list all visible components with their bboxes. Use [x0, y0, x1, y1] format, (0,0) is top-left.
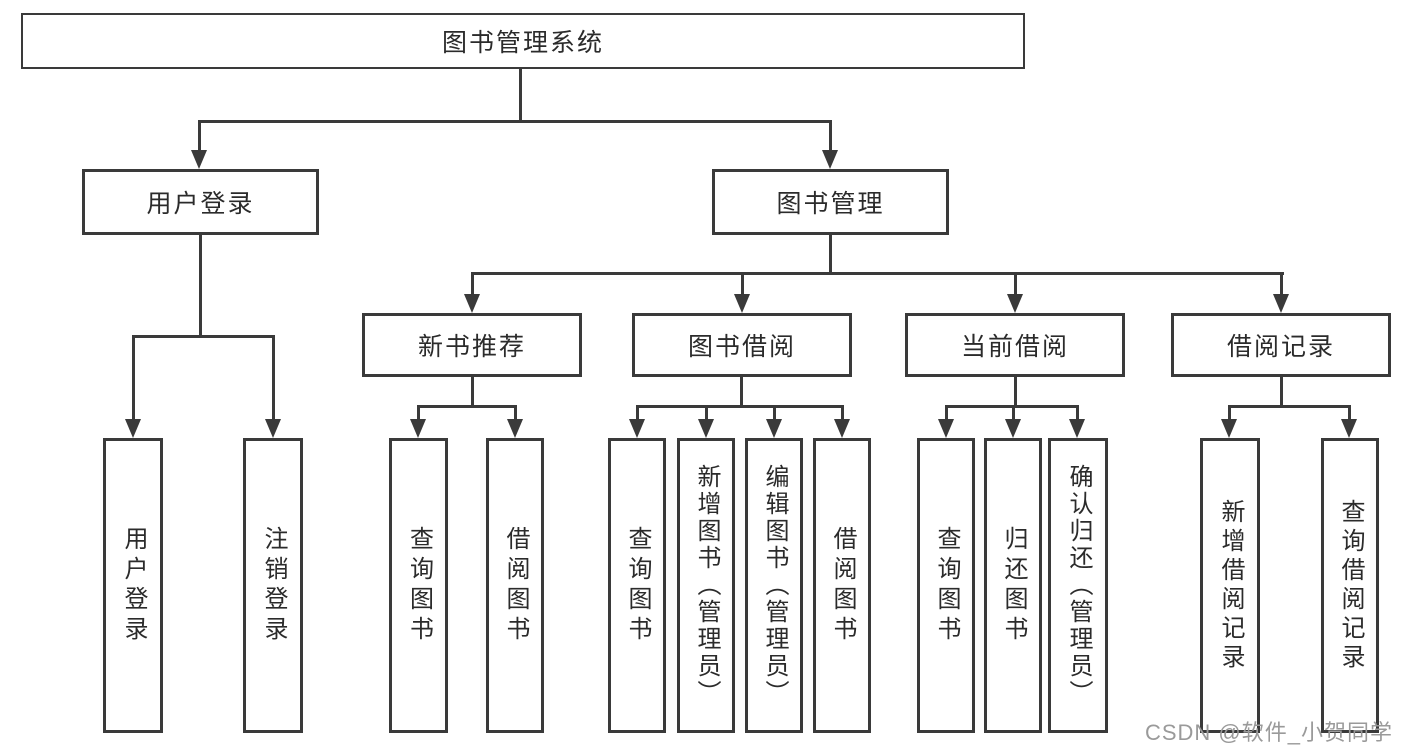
- connector-leaf-stem: [773, 405, 776, 421]
- connector-leaf-stem: [272, 335, 275, 421]
- leaf-query-borrow-record: 查询借阅记录: [1321, 438, 1379, 733]
- arrowhead-leaf-query-borrow-record: [1341, 419, 1357, 438]
- node-label: 用户登录: [146, 190, 255, 218]
- arrowhead-leaf-confirm-return: [1069, 419, 1085, 438]
- leaf-confirm-return-admin: 确认归还（管理员）: [1048, 438, 1108, 733]
- leaf-edit-books-admin: 编辑图书（管理员）: [745, 438, 803, 733]
- connector-group3-drop: [1014, 377, 1017, 408]
- connector-level3-bar: [471, 272, 1284, 275]
- node-book-management: 图书管理: [712, 169, 949, 235]
- connector-leaf-stem: [132, 335, 135, 421]
- leaf-label: 编辑图书（管理员）: [761, 464, 788, 707]
- csdn-watermark: CSDN @软件_小贺同学: [1144, 720, 1393, 745]
- arrowhead-book-borrowing: [734, 294, 750, 313]
- connector-leaf-stem: [1012, 405, 1015, 421]
- leaf-label: 借阅图书: [829, 525, 856, 646]
- connector-leaf-stem: [1076, 405, 1079, 421]
- connector-leaf-stem: [1348, 405, 1351, 421]
- leaf-label: 用户登录: [120, 525, 147, 646]
- connector-new-book-stem: [471, 272, 474, 296]
- connector-level2-bar: [198, 120, 832, 123]
- leaf-label: 归还图书: [1000, 525, 1027, 646]
- leaf-label: 确认归还（管理员）: [1065, 464, 1092, 707]
- arrowhead-book-management: [822, 150, 838, 169]
- connector-group4-bar: [1228, 405, 1351, 408]
- leaf-query-books-1: 查询图书: [389, 438, 448, 733]
- node-borrowing-records: 借阅记录: [1171, 313, 1391, 377]
- arrowhead-leaf-add-borrow-record: [1221, 419, 1237, 438]
- connector-book-borrowing-stem: [741, 272, 744, 296]
- leaf-label: 借阅图书: [502, 525, 529, 646]
- connector-group4-drop: [1280, 377, 1283, 408]
- connector-leaf-stem: [636, 405, 639, 421]
- leaf-label: 注销登录: [260, 525, 287, 646]
- node-current-borrowing: 当前借阅: [905, 313, 1125, 377]
- leaf-add-borrow-record: 新增借阅记录: [1200, 438, 1260, 733]
- connector-book-management-drop: [829, 235, 832, 272]
- arrowhead-leaf-borrow-books-2: [834, 419, 850, 438]
- leaf-label: 查询图书: [624, 525, 651, 646]
- leaf-logout: 注销登录: [243, 438, 303, 733]
- leaf-user-login: 用户登录: [103, 438, 163, 733]
- connector-borrowing-records-stem: [1280, 272, 1283, 296]
- connector-leaf-stem: [417, 405, 420, 421]
- node-label: 新书推荐: [417, 333, 526, 361]
- leaf-query-books-2: 查询图书: [608, 438, 666, 733]
- connector-leaf-stem: [841, 405, 844, 421]
- connector-leaf-stem: [705, 405, 708, 421]
- arrowhead-leaf-return-books: [1005, 419, 1021, 438]
- node-user-login: 用户登录: [82, 169, 319, 235]
- arrowhead-leaf-query-books-2: [629, 419, 645, 438]
- leaf-label: 查询借阅记录: [1337, 498, 1364, 673]
- leaf-borrow-books-1: 借阅图书: [486, 438, 544, 733]
- arrowhead-user-login: [191, 150, 207, 169]
- arrowhead-leaf-add-books: [698, 419, 714, 438]
- connector-root-drop: [519, 69, 522, 120]
- node-label: 图书借阅: [687, 333, 796, 361]
- arrowhead-leaf-borrow-books-1: [507, 419, 523, 438]
- leaf-add-books-admin: 新增图书（管理员）: [677, 438, 735, 733]
- connector-group2-drop: [740, 377, 743, 408]
- arrowhead-leaf-edit-books: [766, 419, 782, 438]
- connector-leaf-stem: [1228, 405, 1231, 421]
- arrowhead-borrowing-records: [1273, 294, 1289, 313]
- leaf-return-books: 归还图书: [984, 438, 1042, 733]
- leaf-borrow-books-2: 借阅图书: [813, 438, 871, 733]
- node-label: 当前借阅: [960, 333, 1069, 361]
- arrowhead-new-book-recommendation: [464, 294, 480, 313]
- node-library-management-system: 图书管理系统: [21, 13, 1025, 69]
- connector-leaf-stem: [945, 405, 948, 421]
- connector-user-login-drop: [199, 235, 202, 335]
- leaf-query-books-3: 查询图书: [917, 438, 975, 733]
- arrowhead-leaf-query-books-3: [938, 419, 954, 438]
- arrowhead-leaf-logout: [265, 419, 281, 438]
- connector-current-borrowing-stem: [1014, 272, 1017, 296]
- node-label: 图书管理: [776, 190, 885, 218]
- arrowhead-leaf-query-books-1: [410, 419, 426, 438]
- connector-leaf-stem: [514, 405, 517, 421]
- node-book-borrowing: 图书借阅: [632, 313, 852, 377]
- connector-user-login-stem: [198, 120, 201, 152]
- leaf-label: 查询图书: [933, 525, 960, 646]
- leaf-label: 新增借阅记录: [1217, 498, 1244, 673]
- leaf-label: 新增图书（管理员）: [693, 464, 720, 707]
- connector-group1-drop: [471, 377, 474, 408]
- node-label: 借阅记录: [1226, 333, 1335, 361]
- leaf-label: 查询图书: [405, 525, 433, 646]
- connector-book-management-stem: [829, 120, 832, 152]
- connector-group1-bar: [417, 405, 517, 408]
- connector-user-login-bar: [132, 335, 274, 338]
- node-new-book-recommendation: 新书推荐: [362, 313, 582, 377]
- node-label: 图书管理系统: [441, 29, 604, 57]
- arrowhead-current-borrowing: [1007, 294, 1023, 313]
- arrowhead-leaf-user-login: [125, 419, 141, 438]
- connector-group2-bar: [636, 405, 844, 408]
